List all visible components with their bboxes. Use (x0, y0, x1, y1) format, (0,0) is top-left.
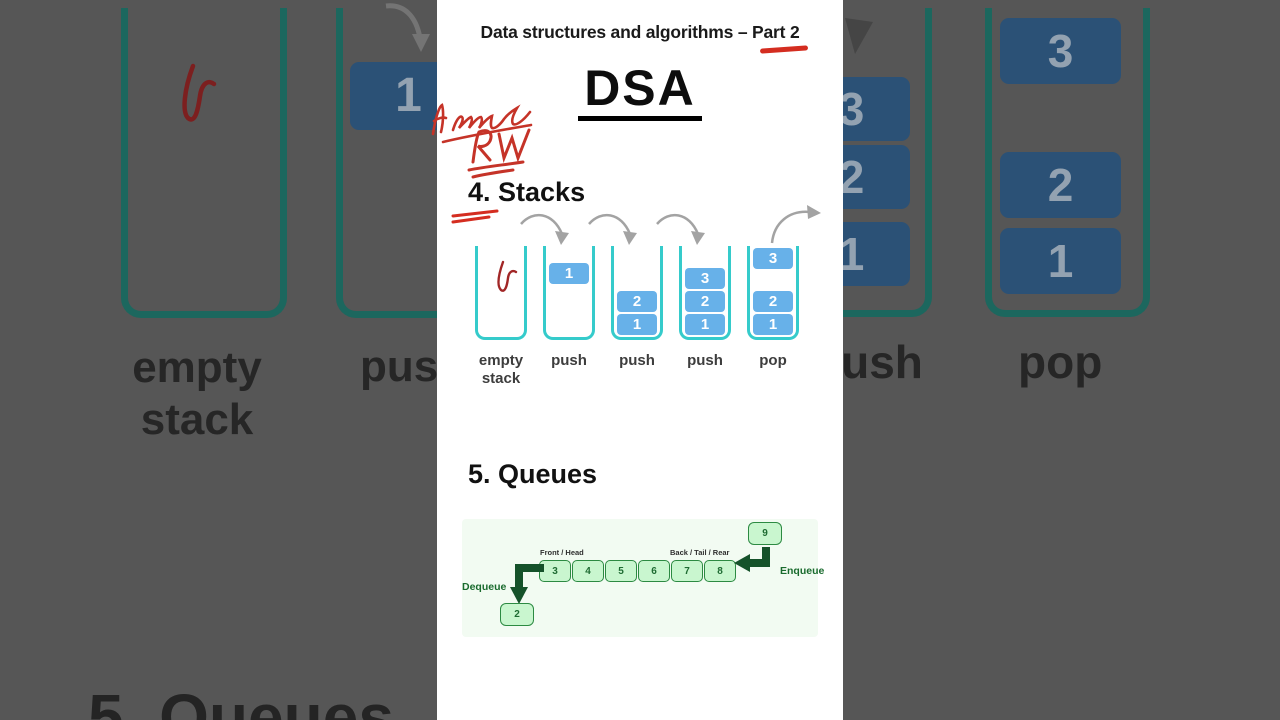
queue-cell: 6 (638, 560, 670, 582)
stack-block: 1 (753, 314, 793, 335)
queue-cell: 7 (671, 560, 703, 582)
queues-section-heading: 5. Queues (468, 459, 598, 489)
enqueue-label: Enqueue (780, 565, 825, 577)
stack-block: 1 (549, 263, 589, 284)
part2-red-underline-icon (759, 45, 809, 54)
stack-block: 2 (685, 291, 725, 312)
bg-stack-block: 2 (843, 145, 910, 209)
stack-caption: pop (759, 352, 787, 369)
stacks-section-heading: 4. Stacks (468, 177, 586, 207)
slide: Data structures and algorithms – Part 2 … (431, 0, 843, 720)
bg-push-stack-container (336, 8, 437, 318)
bg-label-push: push (360, 342, 437, 391)
push-arrow-icon (588, 213, 637, 245)
bg-push-stack-container: 3 2 1 (843, 8, 932, 317)
enqueue-arrow-icon (734, 547, 770, 572)
queue-cell: 4 (572, 560, 604, 582)
enqueue-value-box: 9 (748, 522, 782, 545)
stack-push-3: 3 2 1 (679, 246, 731, 340)
handwriting-array-scribble-icon (431, 103, 533, 144)
dequeue-value-box: 2 (500, 603, 534, 626)
stack-block: 3 (753, 248, 793, 269)
bg-red-scribble-icon (182, 63, 217, 122)
queue-cells-row: 3 4 5 6 7 8 (539, 560, 736, 582)
queue-cell: 5 (605, 560, 637, 582)
stack-empty (475, 246, 527, 340)
stack-block: 1 (617, 314, 657, 335)
stack-push-2: 2 1 (611, 246, 663, 340)
stack-caption: push (687, 352, 723, 369)
stack-caption: push (619, 352, 655, 369)
bg-stack-block: 1 (843, 222, 910, 286)
bg-push-arrow-icon (385, 3, 430, 52)
bg-label-pop: pop (1018, 336, 1103, 388)
handwriting-rw-scribble-icon (467, 128, 531, 179)
bg-stack-block: 1 (350, 62, 437, 130)
pop-arrow-icon (770, 205, 821, 244)
push-arrow-icon (520, 213, 569, 245)
queue-cell: 8 (704, 560, 736, 582)
push-arrow-icon (656, 213, 705, 245)
backdrop-right-panel: 3 2 1 3 2 1 push pop (843, 0, 1280, 720)
dequeue-label: Dequeue (462, 581, 507, 593)
slide-title: Data structures and algorithms – Part 2 (480, 22, 800, 42)
stacks-red-underline-icon (451, 209, 499, 224)
stack-block: 2 (617, 291, 657, 312)
stack-block: 1 (685, 314, 725, 335)
dequeue-arrow-icon (510, 564, 544, 604)
bg-bottom-heading: 5. Queues (88, 681, 394, 720)
bg-label-push: push (843, 336, 923, 388)
queue-diagram: 9 Front / Head Back / Tail / Rear 3 4 5 … (462, 519, 824, 637)
backdrop-left-panel: 1 empty stack push 5. Queues (0, 0, 437, 720)
stack-caption: push (551, 352, 587, 369)
bg-stack-block: 3 (1000, 18, 1121, 84)
stack-pop: 3 2 1 (747, 246, 799, 340)
red-scribble-icon (497, 260, 518, 292)
stack-block: 3 (685, 268, 725, 289)
stack-caption: empty stack (478, 352, 524, 387)
bg-stack-block: 2 (1000, 152, 1121, 218)
bg-pop-stack-container: 3 2 1 (985, 8, 1150, 317)
bg-empty-stack-container (121, 8, 287, 318)
bg-arrowhead-icon (845, 18, 873, 54)
dsa-heading: DSA (578, 62, 702, 121)
bg-label-empty-stack: empty stack (132, 343, 262, 444)
stack-push-1: 1 (543, 246, 595, 340)
bg-stack-block: 1 (1000, 228, 1121, 294)
queue-front-label: Front / Head (540, 548, 584, 557)
stack-block: 2 (753, 291, 793, 312)
dsa-heading-wrap: DSA (437, 62, 843, 121)
bg-stack-block: 3 (843, 77, 910, 141)
queue-back-label: Back / Tail / Rear (670, 548, 730, 557)
